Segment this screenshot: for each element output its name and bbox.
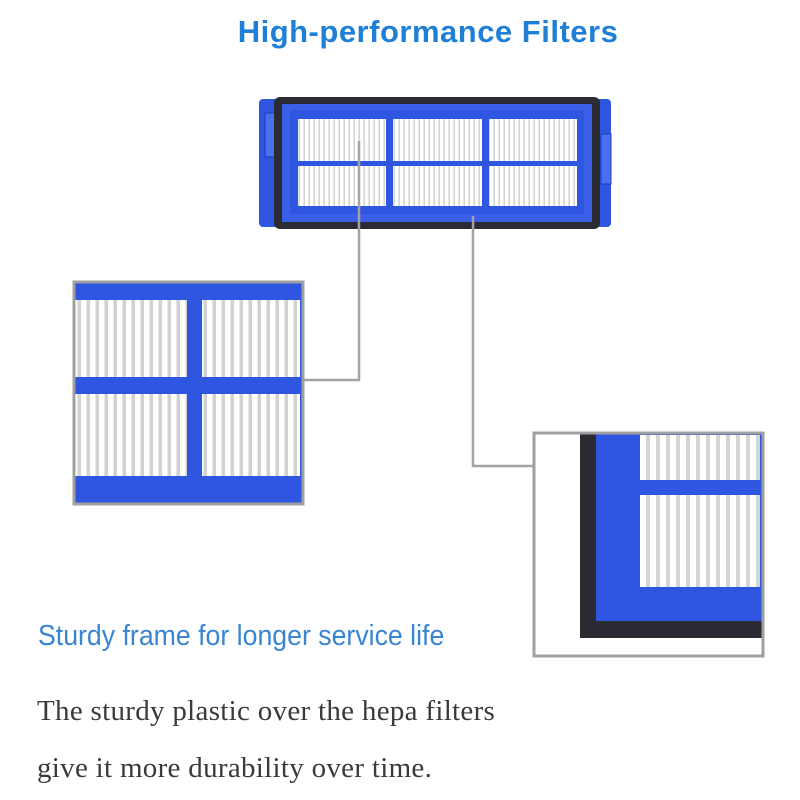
filter-grid-closeup-icon xyxy=(72,280,305,506)
description-line-2: give it more durability over time. xyxy=(37,752,433,784)
page-title: High-performance Filters xyxy=(237,14,619,49)
subheading: Sturdy frame for longer service life xyxy=(38,620,445,652)
description-line-1: The sturdy plastic over the hepa filters xyxy=(37,695,496,727)
callout-line-left xyxy=(301,141,361,382)
callout-line-right xyxy=(471,216,533,468)
hepa-filter-product-icon xyxy=(259,97,612,229)
filter-corner-closeup-icon xyxy=(532,431,765,658)
